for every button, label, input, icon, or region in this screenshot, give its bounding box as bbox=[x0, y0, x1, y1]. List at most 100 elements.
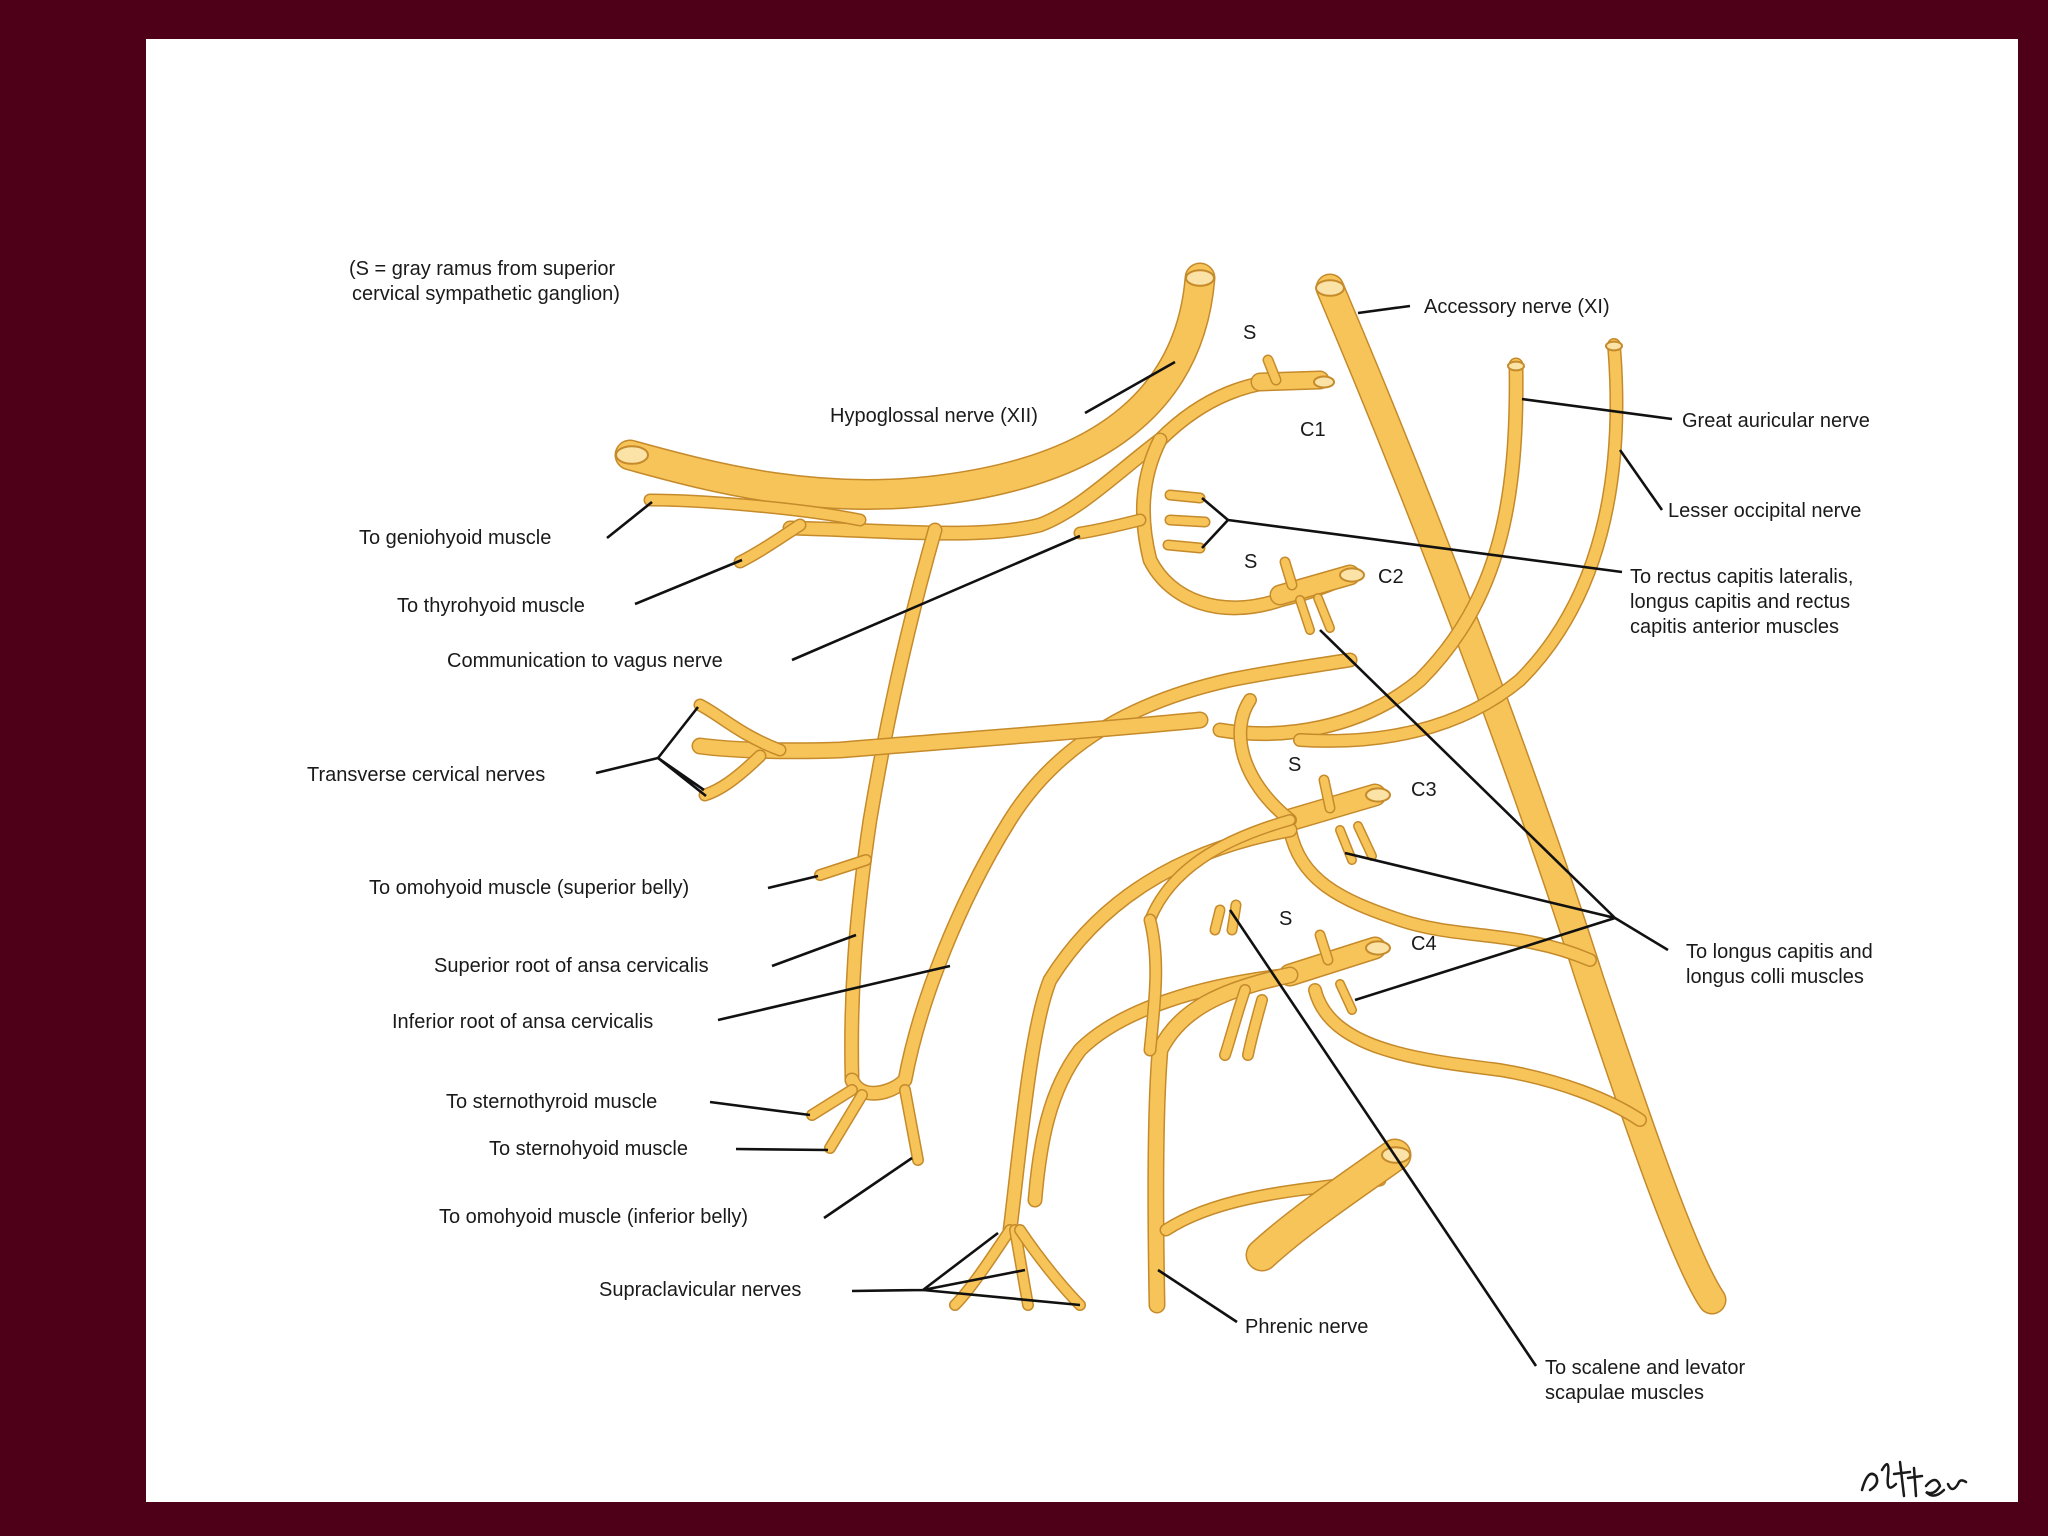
c2-root bbox=[1271, 566, 1359, 604]
label-scalene-line-2: scapulae muscles bbox=[1545, 1382, 1704, 1404]
leader-lines bbox=[595, 304, 1673, 1367]
label-vagus-communication: Communication to vagus nerve bbox=[447, 650, 723, 672]
label-transverse-cervical: Transverse cervical nerves bbox=[307, 764, 545, 786]
transverse-cervical-upper bbox=[695, 700, 785, 755]
level-c1: C1 bbox=[1300, 419, 1326, 441]
inferior-root-ansa bbox=[846, 654, 1356, 1100]
artist-signature bbox=[1860, 1460, 1968, 1498]
leader-vagus bbox=[791, 534, 1081, 662]
leader-omohyoid-inferior bbox=[823, 1156, 913, 1220]
c4-supraclavicular bbox=[1029, 969, 1296, 1206]
superior-root-ansa bbox=[845, 524, 941, 1086]
omohyoid-superior-branch bbox=[815, 855, 871, 880]
label-phrenic: Phrenic nerve bbox=[1245, 1316, 1368, 1338]
label-sternohyoid: To sternohyoid muscle bbox=[489, 1138, 688, 1160]
label-hypoglossal-nerve: Hypoglossal nerve (XII) bbox=[830, 405, 1038, 427]
c4-to-accessory bbox=[1309, 984, 1646, 1126]
sternohyoid-branch bbox=[825, 1090, 867, 1153]
rectus-branch-3 bbox=[1164, 541, 1204, 552]
accessory-nerve-cut-end bbox=[1315, 279, 1345, 297]
transverse-cervical-lower bbox=[700, 751, 765, 800]
rectus-branch-2 bbox=[1166, 516, 1209, 526]
c2-longus-branch-1 bbox=[1296, 596, 1314, 634]
leader-omohyoid-superior bbox=[767, 874, 819, 890]
c3-longus-branch-2 bbox=[1354, 822, 1376, 860]
leader-lesser-occipital bbox=[1618, 449, 1664, 511]
nerve-drawing bbox=[614, 262, 1727, 1315]
gray-ramus-marker-c4: S bbox=[1279, 908, 1292, 930]
leader-inferior-root bbox=[717, 964, 951, 1022]
c1-cut-end bbox=[1313, 375, 1335, 389]
scalene-branch-4 bbox=[1243, 995, 1267, 1060]
leader-great-auricular bbox=[1521, 397, 1673, 421]
label-rectus-line-1: To rectus capitis lateralis, bbox=[1630, 566, 1853, 588]
leader-hypoglossal bbox=[1084, 360, 1176, 415]
thyrohyoid-branch bbox=[735, 520, 805, 567]
c2-c3-loop bbox=[1234, 694, 1296, 826]
hypoglossal-nerve-outline bbox=[614, 262, 1216, 511]
leader-sternothyroid bbox=[709, 1100, 811, 1117]
leader-superior-root bbox=[771, 933, 857, 968]
geniohyoid-branch bbox=[645, 495, 865, 525]
hypoglossal-cut-end bbox=[1185, 269, 1215, 287]
lesser-occipital-nerve bbox=[1294, 339, 1622, 747]
gray-ramus-marker-c2: S bbox=[1244, 551, 1257, 573]
scalene-branch-1 bbox=[1211, 906, 1224, 934]
level-c2: C2 bbox=[1378, 566, 1404, 588]
label-supraclavicular: Supraclavicular nerves bbox=[599, 1279, 801, 1301]
vagus-communication bbox=[1075, 515, 1145, 538]
c3-descending-branch bbox=[1145, 815, 1295, 925]
c2-cut-end bbox=[1339, 567, 1365, 583]
leader-transverse-cervical bbox=[595, 706, 707, 798]
label-scalene-line-1: To scalene and levator bbox=[1545, 1357, 1745, 1379]
leader-sternohyoid bbox=[735, 1147, 829, 1152]
leader-thyrohyoid bbox=[634, 558, 743, 606]
lesser-occipital-cut-end bbox=[1605, 340, 1623, 352]
scalene-branch-3 bbox=[1220, 985, 1250, 1060]
gray-ramus-marker-c3: S bbox=[1288, 754, 1301, 776]
sternothyroid-branch bbox=[807, 1085, 857, 1120]
great-auricular-cut-end bbox=[1507, 360, 1525, 372]
label-geniohyoid: To geniohyoid muscle bbox=[359, 527, 551, 549]
label-longus-line-2: longus colli muscles bbox=[1686, 966, 1864, 988]
label-omohyoid-inferior: To omohyoid muscle (inferior belly) bbox=[439, 1206, 748, 1228]
c4-cut-end bbox=[1365, 940, 1391, 956]
label-lesser-occipital: Lesser occipital nerve bbox=[1668, 500, 1861, 522]
subclavian-segment bbox=[1247, 1140, 1410, 1270]
c3-phrenic-contribution bbox=[1145, 915, 1161, 1055]
c1-descending bbox=[784, 373, 1326, 540]
label-rectus-line-3: capitis anterior muscles bbox=[1630, 616, 1839, 638]
gray-ramus-marker-c1: S bbox=[1243, 322, 1256, 344]
level-c4: C4 bbox=[1411, 933, 1437, 955]
label-accessory-nerve: Accessory nerve (XI) bbox=[1424, 296, 1610, 318]
label-rectus-line-2: longus capitis and rectus bbox=[1630, 591, 1850, 613]
leader-accessory bbox=[1357, 304, 1411, 315]
legend-note-line-2: cervical sympathetic ganglion) bbox=[352, 283, 620, 305]
supraclavicular-lateral bbox=[1015, 1225, 1085, 1310]
great-auricular-nerve bbox=[1214, 359, 1523, 740]
leader-phrenic bbox=[1157, 1268, 1238, 1324]
c4-longus-branch bbox=[1336, 980, 1356, 1014]
legend-note-line-1: (S = gray ramus from superior bbox=[349, 258, 616, 280]
leader-geniohyoid bbox=[606, 500, 653, 540]
subclavian-cut-end bbox=[1381, 1146, 1411, 1164]
label-sternothyroid: To sternothyroid muscle bbox=[446, 1091, 657, 1113]
leader-longus bbox=[1319, 629, 1669, 1002]
supraclavicular-medial bbox=[950, 1225, 1015, 1310]
hypoglossal-nerve bbox=[616, 264, 1214, 509]
leader-rectus bbox=[1201, 497, 1623, 574]
c2-longus-branch-2 bbox=[1314, 594, 1334, 632]
label-superior-root: Superior root of ansa cervicalis bbox=[434, 955, 709, 977]
c1-gray-ramus bbox=[1264, 356, 1280, 384]
transverse-cervical-trunk bbox=[693, 713, 1207, 758]
level-c3: C3 bbox=[1411, 779, 1437, 801]
c1-root bbox=[1252, 372, 1328, 390]
label-great-auricular: Great auricular nerve bbox=[1682, 410, 1870, 432]
hypoglossal-cut-end-left bbox=[615, 445, 649, 465]
c3-gray-ramus bbox=[1320, 776, 1334, 812]
supraclavicular-intermediate bbox=[1010, 1225, 1033, 1310]
rectus-branch-1 bbox=[1166, 491, 1204, 502]
label-longus-line-1: To longus capitis and bbox=[1686, 941, 1873, 963]
